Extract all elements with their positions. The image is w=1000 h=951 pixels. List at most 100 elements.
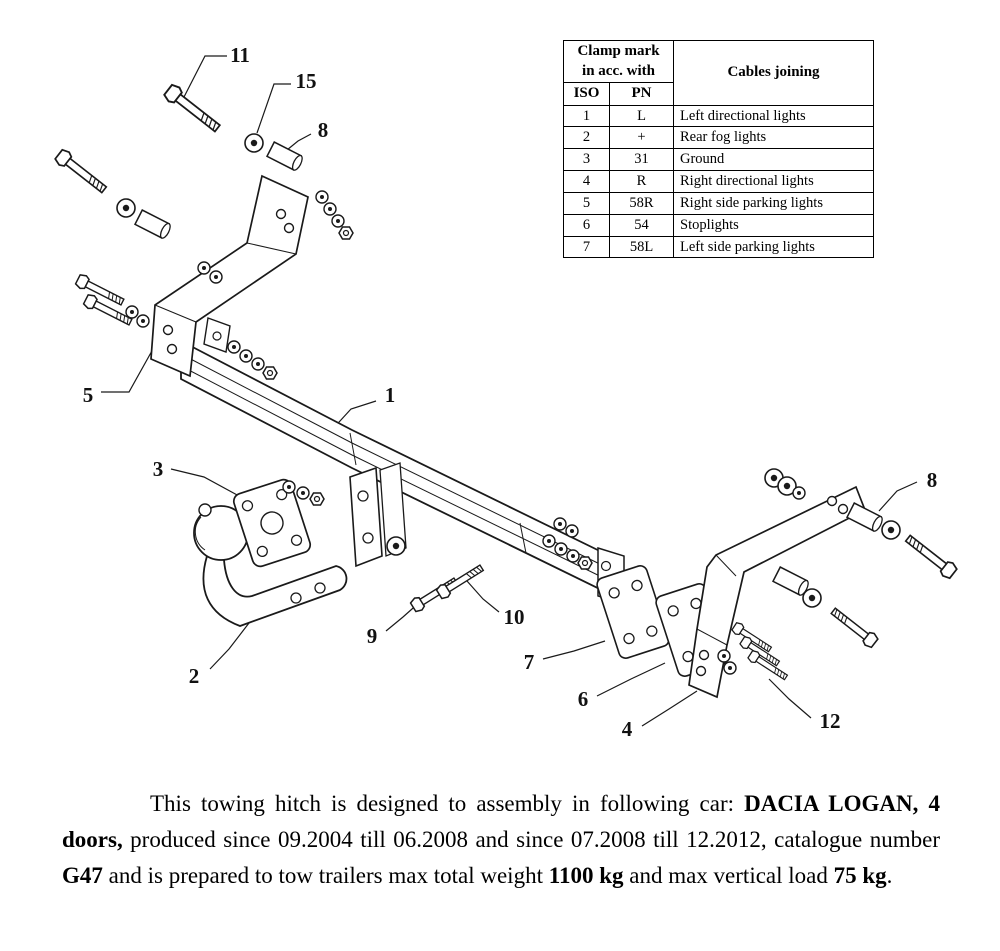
part-label-2: 2 [189,664,200,688]
washer [566,549,580,563]
clamp-mark-line1: Clamp mark [577,43,660,59]
washer [251,357,265,371]
cell-pn: + [609,126,674,150]
washer [239,349,253,363]
part-label-8a: 8 [318,118,329,142]
cell-cables: Right directional lights [673,170,874,193]
cell-cables: Stoplights [673,213,874,237]
washer-15 [244,133,264,153]
nut [262,366,278,380]
bolt [902,531,960,581]
cell-iso: 6 [563,213,610,237]
cell-iso: 2 [563,126,610,150]
end-plate-7 [596,565,670,659]
ball-mount-bracket [349,462,407,568]
assembly-diagram: 11 15 8 5 1 3 8 10 9 2 7 6 4 12 [52,43,960,741]
table-row: 6 54 Stoplights [563,213,874,237]
cell-pn: R [609,170,674,193]
washer [802,588,822,608]
nut [577,556,593,570]
washer [197,261,211,275]
nut [309,492,325,506]
clamp-table: Clamp mark in acc. with Cables joining I… [563,40,874,259]
table-row: 4 R Right directional lights [563,170,874,193]
part-label-10: 10 [504,605,525,629]
part-label-9: 9 [367,624,378,648]
table-subheader-row: ISO PN [563,82,874,106]
cell-pn: 58L [609,235,674,259]
cell-iso: 3 [563,148,610,172]
cell-cables: Rear fog lights [673,126,874,150]
cell-iso: 7 [563,235,610,259]
washer [331,214,345,228]
washer [136,314,150,328]
max-total-weight: 1100 kg [548,862,624,888]
description-segment: . [886,862,893,888]
part-labels: 11 15 8 5 1 3 8 10 9 2 7 6 4 12 [83,43,938,741]
table-row: 5 58R Right side parking lights [563,191,874,215]
right-bracket [688,485,867,699]
table-header-pn: PN [609,82,674,106]
washer [125,305,139,319]
table-header-iso: ISO [563,82,610,106]
spacer-8-right [846,502,885,534]
washer [116,198,136,218]
washer [723,661,737,675]
cell-cables: Right side parking lights [673,191,874,215]
cell-cables: Left side parking lights [673,235,874,259]
catalogue-number: G47 [62,862,103,888]
washer [717,649,731,663]
cell-iso: 4 [563,170,610,193]
part-label-7: 7 [524,650,535,674]
tow-ball-arm [202,554,348,627]
part-label-8b: 8 [927,468,938,492]
washer [553,517,567,531]
description-segment: This towing hitch is designed to assembl… [150,791,745,816]
washer [542,534,556,548]
leader-lines [101,55,918,727]
table-row: 7 58L Left side parking lights [563,235,874,259]
cell-pn: L [609,104,674,128]
cell-iso: 1 [563,104,610,128]
cell-cables: Left directional lights [673,104,874,128]
part-label-6: 6 [578,687,589,711]
cell-cables: Ground [673,148,874,172]
table-header-clamp-mark: Clamp mark in acc. with [563,40,674,83]
cell-pn: 31 [609,148,674,172]
description-paragraph: This towing hitch is designed to assembl… [62,786,940,894]
spacer [134,209,173,241]
washer [296,486,310,500]
bolt [827,604,880,650]
table-header-row: Clamp mark in acc. with Cables joining [563,40,874,106]
car-model: DACIA LOGAN, 4 doors, [62,791,940,852]
description-segment: and is prepared to tow trailers max tota… [102,862,549,888]
description-segment: and max vertical load [623,862,834,888]
washer [227,340,241,354]
washer [881,520,901,540]
table-row: 1 L Left directional lights [563,104,874,128]
part-label-11: 11 [230,43,250,67]
part-label-4: 4 [622,717,633,741]
washer [554,542,568,556]
table-row: 2 + Rear fog lights [563,126,874,150]
cell-pn: 54 [609,213,674,237]
part-label-15: 15 [296,69,317,93]
part-label-1: 1 [385,383,396,407]
bolt-11 [161,82,224,137]
description-segment: produced since 09.2004 till 06.2008 and … [122,826,940,852]
table-header-cables: Cables joining [673,40,874,106]
tow-ball [193,503,249,561]
washer [386,536,406,556]
cell-iso: 5 [563,191,610,215]
left-bracket [150,174,309,378]
part-label-12: 12 [820,709,841,733]
washer [209,270,223,284]
washer [792,486,806,500]
washer [323,202,337,216]
clamp-mark-line2: in acc. with [582,62,655,79]
bolt-10 [434,561,487,601]
washer [565,524,579,538]
table-row: 3 31 Ground [563,148,874,172]
washer [282,480,296,494]
